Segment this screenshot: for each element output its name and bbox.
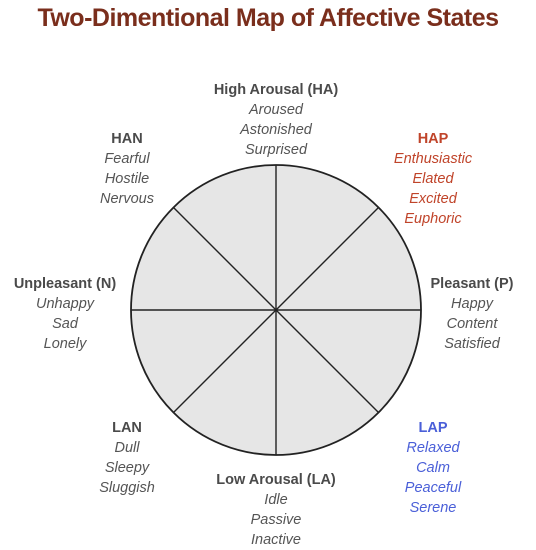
- affect-term: Idle: [264, 492, 288, 508]
- region-heading: Unpleasant (N): [13, 276, 117, 292]
- region-heading: Pleasant (P): [430, 276, 514, 292]
- affect-term: Sluggish: [99, 480, 155, 496]
- region-han: HAN Fearful Hostile Nervous: [100, 129, 154, 209]
- region-heading: LAP: [418, 420, 448, 436]
- region-high-arousal: High Arousal (HA) Aroused Astonished Sur…: [214, 80, 338, 160]
- diagram-title: Two-Dimentional Map of Affective States: [37, 4, 499, 32]
- affect-term: Lonely: [43, 336, 87, 352]
- affect-term: Serene: [409, 500, 457, 516]
- affect-term: Content: [446, 316, 498, 332]
- region-unpleasant: Unpleasant (N) Unhappy Sad Lonely: [14, 274, 116, 354]
- affect-term: Inactive: [251, 532, 301, 548]
- region-low-arousal: Low Arousal (LA) Idle Passive Inactive: [216, 470, 335, 550]
- affect-term: Hostile: [104, 171, 150, 187]
- affect-term: Sad: [52, 316, 78, 332]
- axis-diagonal-nw-se: [173, 207, 379, 413]
- affect-term: Sleepy: [104, 460, 150, 476]
- affect-term: Nervous: [100, 191, 154, 207]
- region-hap: HAP Enthusiastic Elated Excited Euphoric: [394, 129, 472, 229]
- region-pleasant: Pleasant (P) Happy Content Satisfied: [431, 274, 514, 354]
- affect-term: Satisfied: [444, 336, 500, 352]
- affect-term: Passive: [250, 512, 302, 528]
- region-heading: LAN: [112, 420, 142, 436]
- affect-term: Fearful: [104, 151, 150, 167]
- region-heading: Low Arousal (LA): [216, 472, 336, 488]
- affect-term: Surprised: [244, 142, 308, 158]
- affect-term: Astonished: [240, 122, 312, 138]
- affect-term: Calm: [416, 460, 450, 476]
- affect-term: Elated: [412, 171, 454, 187]
- region-lap: LAP Relaxed Calm Peaceful Serene: [405, 418, 461, 518]
- affect-term: Aroused: [248, 102, 304, 118]
- region-heading: High Arousal (HA): [213, 82, 339, 98]
- region-lan: LAN Dull Sleepy Sluggish: [99, 418, 155, 498]
- region-heading: HAP: [417, 131, 449, 147]
- affect-term: Enthusiastic: [393, 151, 473, 167]
- affect-term: Excited: [409, 191, 457, 207]
- affect-term: Dull: [114, 440, 140, 456]
- affect-term: Euphoric: [404, 211, 462, 227]
- affect-term: Unhappy: [35, 296, 95, 312]
- region-heading: HAN: [111, 131, 143, 147]
- affect-term: Peaceful: [404, 480, 462, 496]
- affect-term: Relaxed: [406, 440, 460, 456]
- affect-term: Happy: [451, 296, 493, 312]
